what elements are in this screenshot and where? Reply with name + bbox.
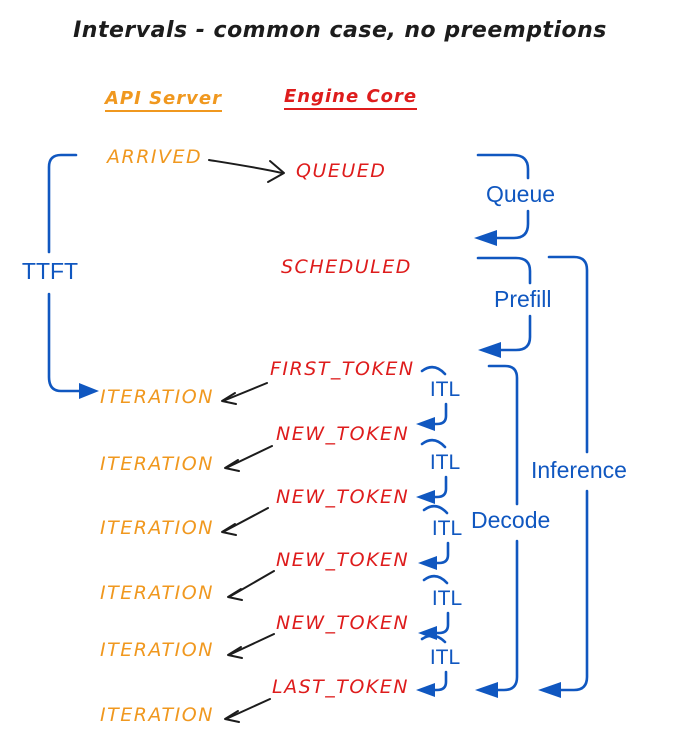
- interval-queue-label: Queue: [486, 181, 556, 207]
- event-new-token-1: NEW_TOKEN: [276, 423, 410, 445]
- interval-itl-label-5: ITL: [429, 646, 461, 669]
- ttft-bracket: [47, 153, 99, 399]
- interval-itl-label-2: ITL: [429, 451, 461, 474]
- column-header-engine-core: Engine Core: [284, 88, 418, 110]
- interval-itl-label-3: ITL: [431, 517, 463, 540]
- prefill-bracket: [476, 256, 532, 358]
- queue-bracket: [474, 153, 530, 246]
- event-iteration-3: ITERATION: [100, 517, 214, 539]
- interval-itl-label-4: ITL: [431, 587, 463, 610]
- interval-inference-label: Inference: [531, 457, 627, 483]
- event-iteration-6: ITERATION: [100, 704, 214, 726]
- interval-prefill-label: Prefill: [494, 286, 552, 312]
- arrow-new-token3-to-iteration: [227, 570, 275, 601]
- event-iteration-5: ITERATION: [100, 639, 214, 661]
- event-scheduled: SCHEDULED: [281, 256, 412, 278]
- event-queued: QUEUED: [296, 160, 387, 182]
- decode-bracket: [475, 364, 519, 698]
- event-last-token: LAST_TOKEN: [272, 676, 409, 698]
- inference-bracket: [538, 255, 589, 698]
- arrow-new-token2-to-iteration: [221, 507, 269, 536]
- event-iteration-2: ITERATION: [100, 453, 214, 475]
- event-first-token: FIRST_TOKEN: [270, 358, 415, 380]
- itl-bracket-3: [418, 504, 450, 570]
- event-iteration-4: ITERATION: [100, 582, 214, 604]
- event-arrived: ARRIVED: [107, 146, 203, 168]
- itl-bracket-5: [416, 634, 448, 697]
- arrow-new-token4-to-iteration: [227, 633, 275, 659]
- interval-itl-label-1: ITL: [429, 378, 461, 401]
- interval-decode-label: Decode: [471, 507, 551, 533]
- arrow-arrived-to-queued: [208, 159, 285, 183]
- event-new-token-2: NEW_TOKEN: [276, 486, 410, 508]
- event-new-token-3: NEW_TOKEN: [276, 549, 410, 571]
- arrow-new-token1-to-iteration: [224, 445, 273, 472]
- itl-bracket-1: [416, 365, 448, 431]
- itl-bracket-2: [416, 438, 448, 504]
- event-iteration-1: ITERATION: [100, 386, 214, 408]
- event-new-token-4: NEW_TOKEN: [276, 612, 410, 634]
- interval-ttft-label: TTFT: [21, 258, 79, 284]
- arrow-last-token-to-iteration: [224, 698, 271, 723]
- column-header-api-server: API Server: [105, 90, 222, 112]
- page-title: Intervals - common case, no preemptions: [73, 18, 607, 43]
- arrow-first-token-to-iteration: [221, 382, 268, 405]
